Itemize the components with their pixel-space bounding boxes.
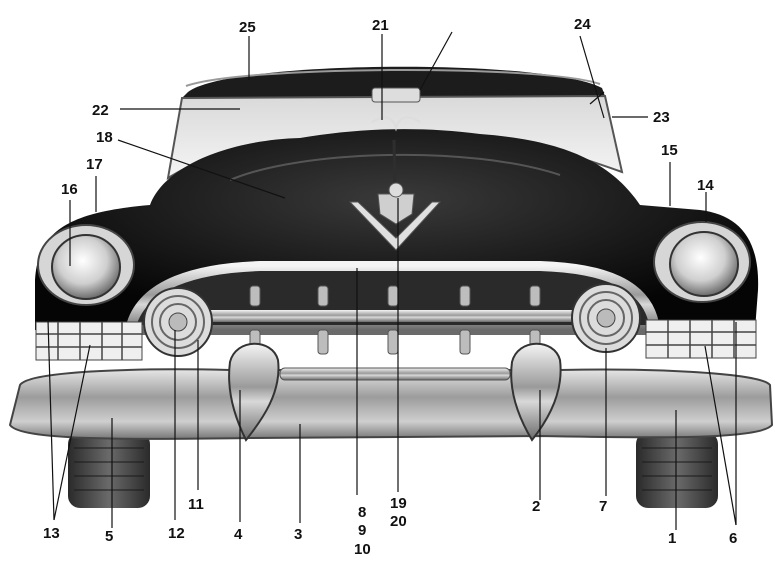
drip-molding <box>185 68 601 87</box>
right-headlamp <box>653 221 751 303</box>
callout-19: 19 <box>390 495 407 512</box>
left-parking-grille <box>35 321 143 361</box>
callout-11: 11 <box>188 496 204 513</box>
callout-25: 25 <box>239 19 256 36</box>
right-parking-grille <box>645 319 757 359</box>
callout-numbers: 1 2 3 4 5 6 7 8 9 10 11 12 13 14 15 16 1… <box>43 16 737 558</box>
callout-4: 4 <box>234 526 243 543</box>
callout-14: 14 <box>697 177 714 194</box>
left-round-grille-lamp <box>143 287 213 357</box>
callout-18: 18 <box>96 129 113 146</box>
callout-7: 7 <box>599 498 607 515</box>
grille-bars <box>170 285 620 355</box>
callout-6: 6 <box>729 530 737 547</box>
callout-16: 16 <box>61 181 78 198</box>
left-tire <box>68 432 150 508</box>
rear-view-mirror <box>371 87 421 103</box>
callout-10: 10 <box>354 541 371 558</box>
callout-17: 17 <box>86 156 103 173</box>
callout-21: 21 <box>372 17 389 34</box>
callout-9: 9 <box>358 522 366 539</box>
left-headlamp <box>37 224 135 306</box>
right-round-grille-lamp <box>571 283 641 353</box>
callout-24: 24 <box>574 16 591 33</box>
hood-ornament <box>371 116 421 132</box>
callout-1: 1 <box>668 530 676 547</box>
front-bumper <box>8 368 774 440</box>
callout-8: 8 <box>358 504 366 521</box>
right-tire <box>636 432 718 508</box>
leader-lines <box>47 31 737 530</box>
callout-20: 20 <box>390 513 407 530</box>
callout-13: 13 <box>43 525 60 542</box>
callout-2: 2 <box>532 498 540 515</box>
callout-12: 12 <box>168 525 185 542</box>
hood-crest-emblem <box>348 182 442 251</box>
right-bumper-guard <box>510 342 562 442</box>
callout-23: 23 <box>653 109 670 126</box>
roof <box>182 66 605 98</box>
callout-3: 3 <box>294 526 302 543</box>
callout-22: 22 <box>92 102 109 119</box>
callout-15: 15 <box>661 142 678 159</box>
callout-5: 5 <box>105 528 113 545</box>
bumper-center-bar <box>279 367 511 381</box>
left-bumper-guard <box>228 342 280 442</box>
